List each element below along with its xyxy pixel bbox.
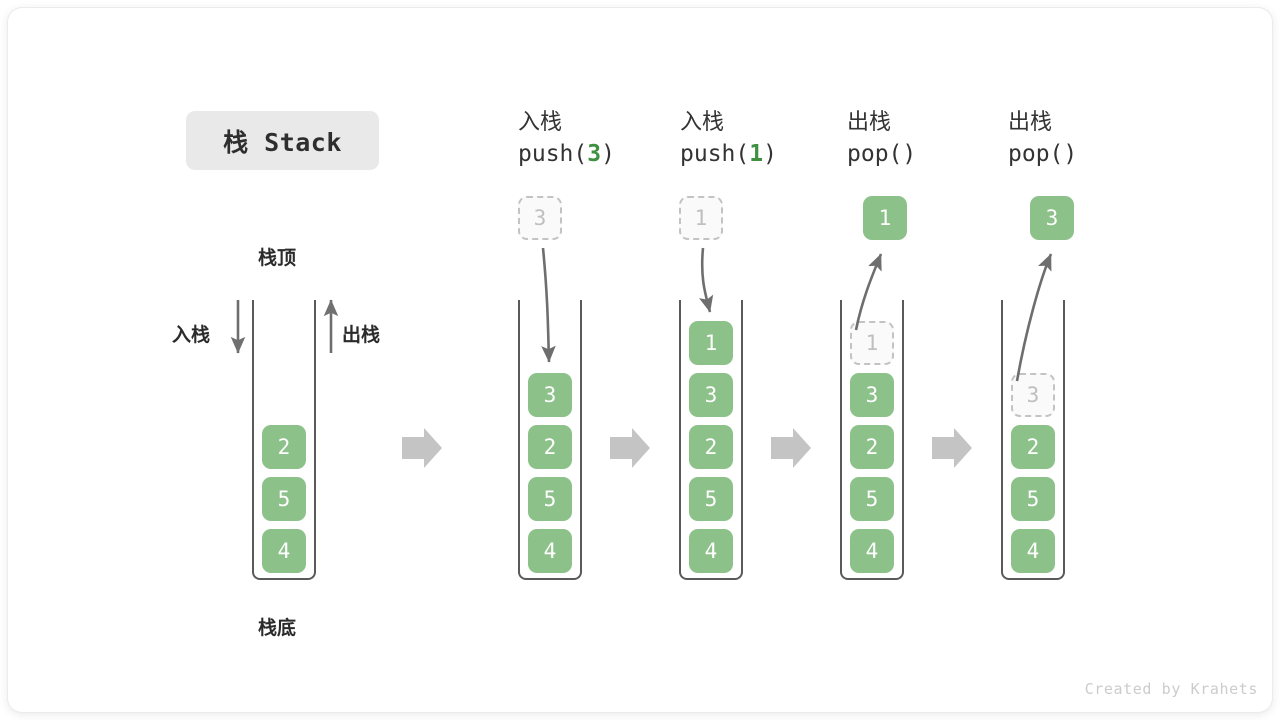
stack-top-label: 栈顶: [258, 247, 297, 269]
diagram-title-chip: 栈 Stack: [186, 111, 379, 170]
code-suffix: ): [763, 141, 777, 168]
stack-cell: 2: [262, 425, 306, 469]
push-side-label: 入栈: [172, 324, 211, 346]
stack-cell: 5: [528, 477, 572, 521]
floating-cell-push-1: 1: [679, 196, 723, 240]
column-header-cn: 入栈: [680, 110, 725, 135]
stack-cell-ghost: 3: [1011, 373, 1055, 417]
code-suffix: ): [902, 141, 917, 168]
column-header-cn: 出栈: [847, 110, 892, 135]
code-arg: 3: [587, 141, 602, 168]
flow-arrow: [771, 428, 811, 468]
stack-cell-ghost: 1: [850, 321, 894, 365]
stack-cell: 4: [689, 529, 733, 573]
stack-cell: 2: [689, 425, 733, 469]
column-header-code: push(3): [518, 139, 668, 170]
stack-cell: 3: [528, 373, 572, 417]
code-suffix: ): [1063, 141, 1078, 168]
pop-side-label: 出栈: [342, 324, 381, 346]
code-arg: 1: [749, 141, 764, 168]
stack-container-push-3: [518, 300, 582, 580]
code-prefix: push(: [680, 141, 750, 168]
column-header-cn: 出栈: [1008, 110, 1053, 135]
flow-arrow: [402, 428, 442, 468]
column-header-push-3: 入栈 push(3): [518, 108, 668, 170]
stack-container-initial: [252, 300, 316, 580]
stack-cell: 2: [850, 425, 894, 469]
stack-container-push-1: [679, 300, 743, 580]
flow-arrow: [932, 428, 972, 468]
stack-cell: 3: [689, 373, 733, 417]
stack-cell: 3: [850, 373, 894, 417]
code-prefix: pop(: [1008, 141, 1064, 168]
code-prefix: pop(: [847, 141, 903, 168]
stack-cell: 5: [850, 477, 894, 521]
column-header-cn: 入栈: [518, 110, 563, 135]
stack-container-pop-3: [1001, 300, 1065, 580]
stack-cell: 4: [528, 529, 572, 573]
floating-cell-pop-3: 3: [1030, 196, 1074, 240]
stack-cell: 4: [850, 529, 894, 573]
stack-cell: 2: [1011, 425, 1055, 469]
column-header-pop-3: 出栈 pop(): [1008, 108, 1158, 170]
stack-cell: 5: [689, 477, 733, 521]
stack-cell: 2: [528, 425, 572, 469]
stack-cell: 4: [1011, 529, 1055, 573]
column-header-pop-1: 出栈 pop(): [847, 108, 997, 170]
column-header-code: pop(): [1008, 139, 1158, 170]
stack-bottom-label: 栈底: [258, 617, 297, 639]
flow-arrow: [610, 428, 650, 468]
stack-cell: 4: [262, 529, 306, 573]
stack-cell: 5: [1011, 477, 1055, 521]
floating-cell-push-3: 3: [518, 196, 562, 240]
stack-cell: 5: [262, 477, 306, 521]
column-header-code: pop(): [847, 139, 997, 170]
column-header-push-1: 入栈 push(1): [680, 108, 830, 170]
column-header-code: push(1): [680, 139, 830, 170]
code-suffix: ): [601, 141, 615, 168]
floating-cell-pop-1: 1: [863, 196, 907, 240]
credit-text: Created by Krahets: [1084, 680, 1258, 698]
stack-container-pop-1: [840, 300, 904, 580]
stack-cell: 1: [689, 321, 733, 365]
code-prefix: push(: [518, 141, 588, 168]
